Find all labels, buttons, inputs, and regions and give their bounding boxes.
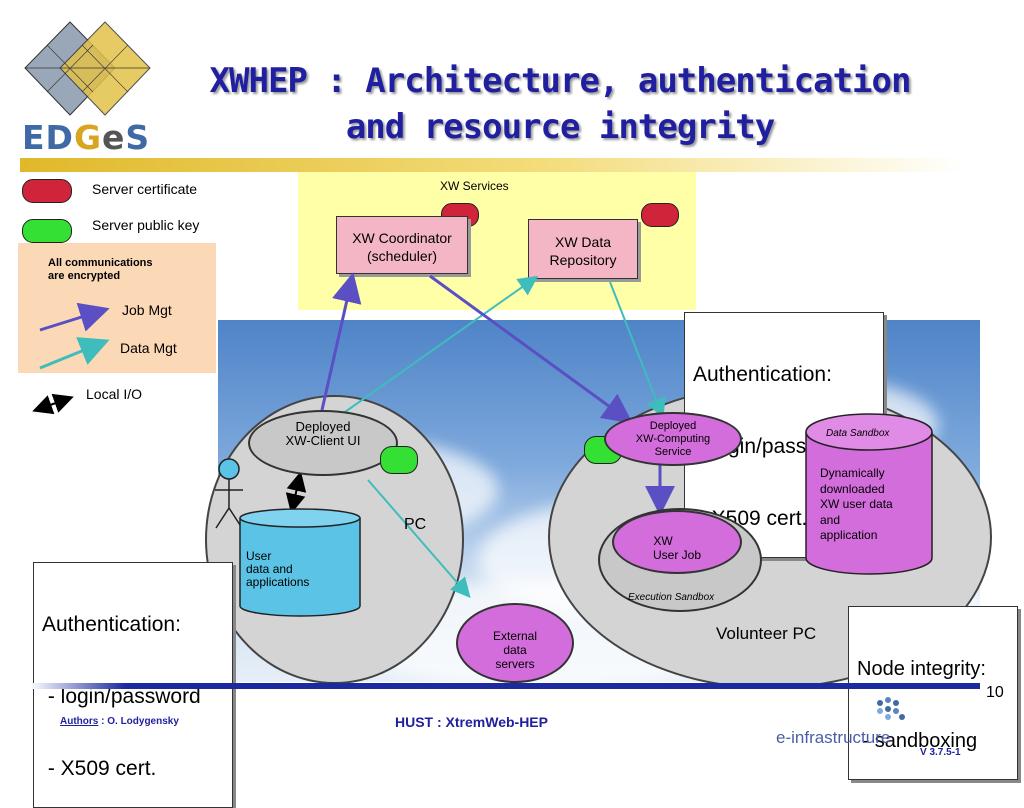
footer-authors: Authors : O. Lodygensky [60, 716, 179, 727]
client-public-key-icon [380, 446, 418, 474]
data-sandbox-database-icon [805, 413, 933, 575]
deployed-xw-computing-service: Deployed XW-Computing Service [604, 412, 742, 466]
footer-center-title: HUST : XtremWeb-HEP [395, 714, 548, 730]
edges-logo [20, 20, 160, 160]
data-sandbox-label: Data Sandbox [826, 428, 890, 439]
pc-label: PC [404, 516, 427, 533]
edges-logo-diamond-icon [24, 21, 151, 116]
version-label: V 3.7.5-1 [920, 747, 961, 758]
edges-logo-text: EDGeS [22, 118, 151, 157]
legend-job-mgt: Job Mgt [122, 302, 172, 318]
footer-divider [30, 683, 980, 689]
legend-encrypted: All communications are encrypted [48, 257, 153, 282]
server-public-key-icon [22, 219, 72, 243]
client-data-arrow [344, 275, 539, 413]
external-data-servers: External data servers [456, 603, 574, 683]
execution-sandbox-label: Execution Sandbox [628, 592, 715, 603]
architecture-connectors [32, 272, 810, 599]
legend-server-public-key: Server public key [92, 217, 200, 233]
client-local-io-arrow [285, 471, 307, 514]
xw-coordinator-box: XW Coordinator (scheduler) [336, 216, 468, 274]
xw-services-label: XW Services [440, 179, 509, 193]
legend-local-io-arrow [32, 393, 74, 415]
page-title-line2: and resource integrity [345, 107, 775, 147]
server-certificate-icon [22, 179, 72, 203]
page-number: 10 [986, 684, 1004, 701]
external-data-arrow [367, 479, 471, 599]
legend-data-mgt: Data Mgt [120, 340, 177, 356]
coordinator-job-arrow [429, 274, 633, 424]
client-job-arrow [320, 272, 362, 411]
page-title-line1: XWHEP : Architecture, authentication [209, 61, 912, 101]
dynamic-download-label: Dynamically downloaded XW user data and … [820, 466, 893, 542]
repository-data-arrow [609, 281, 666, 419]
page-title: XWHEP : Architecture, authentication and… [180, 58, 940, 150]
legend-server-certificate: Server certificate [92, 181, 198, 197]
e-infrastructure-label: e-infrastructure [776, 728, 891, 747]
volunteer-pc-label: Volunteer PC [716, 624, 817, 643]
legend-panel [18, 243, 216, 373]
user-data-database-icon [239, 508, 361, 617]
legend-data-mgt-arrow [39, 337, 110, 370]
xw-user-job: XW User Job [612, 510, 742, 574]
user-data-label: User data and applications [246, 549, 310, 589]
xw-data-repository-box: XW Data Repository [528, 219, 638, 279]
legend-job-mgt-arrow [39, 302, 110, 332]
title-divider [20, 158, 966, 172]
e-infrastructure-logo-icon [877, 697, 905, 720]
deployed-xw-client-ui: Deployed XW-Client UI [248, 410, 398, 476]
user-stick-figure-icon [215, 458, 243, 529]
legend-local-io: Local I/O [86, 386, 143, 402]
repository-cert-icon [641, 203, 679, 227]
